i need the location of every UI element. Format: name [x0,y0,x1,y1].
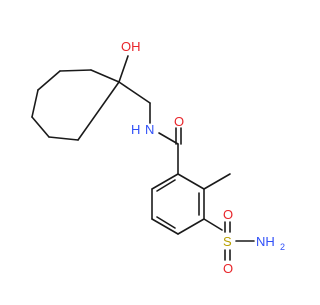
benzene-ring [151,173,205,235]
hydroxyl-label: OH [121,39,141,54]
cycloheptane-ring [31,69,120,141]
molecule-structure: OH H N O O S O NH 2 [31,39,285,276]
amide-hydrogen-label: H [131,122,140,137]
sulfonamide-subscript-label: 2 [280,242,285,252]
sulfur-label: S [223,234,232,249]
methyl-bond [203,173,231,190]
sulfonyl-oxygen-top-label: O [223,207,233,222]
hydroxyl-bond [118,55,129,83]
methylene-bond-1 [118,81,151,104]
ring-sulfur-bond [203,218,223,231]
amide-nitrogen-label: N [145,122,154,137]
carbonyl-oxygen-label: O [174,114,184,129]
molecule-diagram: OH H N O O S O NH 2 [31,39,285,276]
amide-bond [158,132,179,145]
sulfonyl-oxygen-bottom-label: O [223,261,233,276]
sulfonamide-nitrogen-label: NH [256,234,275,249]
